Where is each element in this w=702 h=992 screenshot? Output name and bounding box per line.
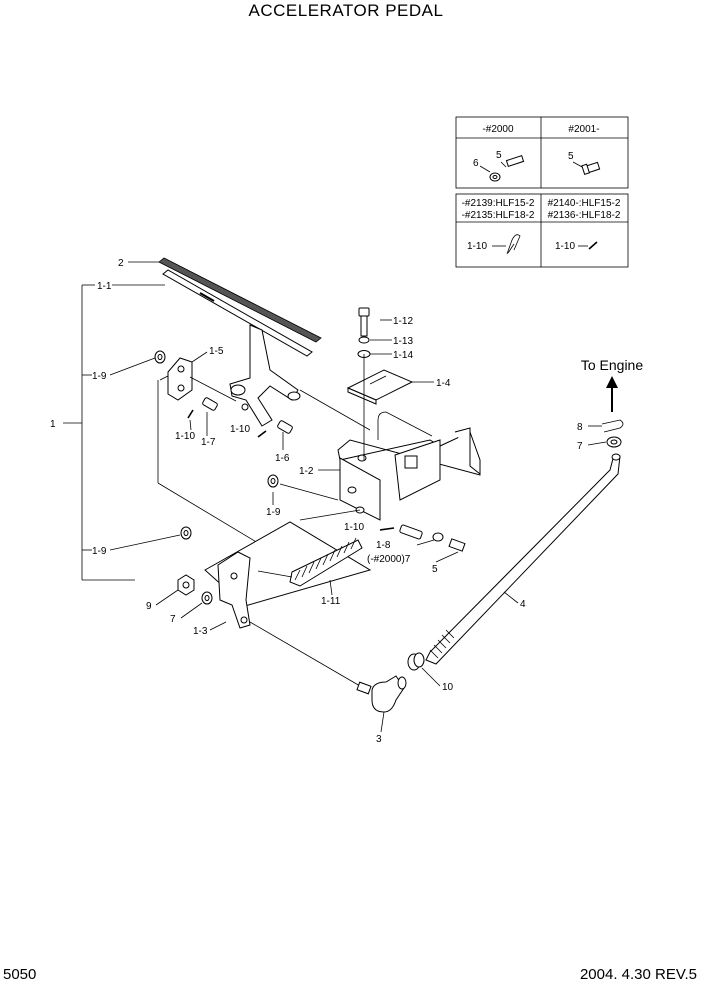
plate-1-4 <box>346 369 414 405</box>
pin-1-8 <box>379 524 466 552</box>
legend-part-5-right: 5 <box>568 151 574 162</box>
lever-1-3 <box>177 551 361 687</box>
page-number: 5050 <box>3 966 36 983</box>
legend-serial-left-2: -#2135:HLF18-2 <box>462 210 535 221</box>
assembly-bracket <box>63 284 135 581</box>
legend-table: -#2000 #2001- 5 6 5 -#2139:HLF15-2 -#213… <box>455 116 629 268</box>
callout-1-6: 1-6 <box>275 453 290 464</box>
callout-1-7: 1-7 <box>201 437 216 448</box>
pin-1-6 <box>257 420 293 438</box>
legend-part-1-10-left: 1-10 <box>467 241 487 252</box>
callout-2: 2 <box>118 258 124 269</box>
to-engine-label: To Engine <box>581 357 643 373</box>
washer-7-top <box>606 436 622 448</box>
bracket-1-2 <box>299 354 481 521</box>
callout-labels: 1 1-1 2 1-9 1-5 1-10 1-7 1-10 1-6 1-12 1… <box>50 258 583 745</box>
callout-1-11: 1-11 <box>321 596 341 607</box>
leader-lines <box>109 261 607 733</box>
legend-part-1-10-right: 1-10 <box>555 241 575 252</box>
bolt-with-flange-icon <box>572 161 601 176</box>
pedal-pad <box>158 257 322 357</box>
callout-1-5: 1-5 <box>209 346 224 357</box>
to-engine-arrow <box>606 376 618 412</box>
callout-1-4: 1-4 <box>436 378 451 389</box>
callout-1-12: 1-12 <box>393 316 413 327</box>
clip-8 <box>601 419 624 433</box>
callout-1-2: 1-2 <box>299 466 314 477</box>
revision-date: 2004. 4.30 REV.5 <box>580 966 697 983</box>
page-title: ACCELERATOR PEDAL <box>249 1 444 20</box>
pedal-arm <box>229 324 301 427</box>
spring-1-11 <box>257 537 363 587</box>
callout-7-pre-2000: (-#2000)7 <box>367 554 411 565</box>
bolt-1-12 <box>357 307 371 358</box>
legend-header-left: -#2000 <box>482 124 514 135</box>
callout-1-10-a: 1-10 <box>175 431 195 442</box>
callout-1-9-top: 1-9 <box>92 371 107 382</box>
callout-1-13: 1-13 <box>393 336 413 347</box>
legend-serial-right-2: #2136-:HLF18-2 <box>548 210 621 221</box>
washer-1-9-mid <box>267 474 339 501</box>
ball-joint-3 <box>356 652 425 713</box>
pin-1-7 <box>187 397 218 419</box>
callout-8: 8 <box>577 422 583 433</box>
callout-7-top: 7 <box>577 441 583 452</box>
legend-part-5-left: 5 <box>496 150 502 161</box>
washer-1-9-low <box>180 526 192 540</box>
callout-4: 4 <box>520 599 526 610</box>
callout-1-3: 1-3 <box>193 626 208 637</box>
legend-serial-left-1: -#2139:HLF15-2 <box>462 198 535 209</box>
bolt-icon <box>479 155 525 182</box>
legend-serial-right-1: #2140-:HLF15-2 <box>548 198 621 209</box>
callout-7-low: 7 <box>170 614 176 625</box>
legend-part-6-left: 6 <box>473 158 479 169</box>
callout-5: 5 <box>432 564 438 575</box>
callout-1-10-c: 1-10 <box>344 522 364 533</box>
callout-1-9-mid: 1-9 <box>266 507 281 518</box>
callout-1: 1 <box>50 419 56 430</box>
callout-1-1: 1-1 <box>97 281 112 292</box>
rod-4 <box>425 453 621 665</box>
callout-1-9-low: 1-9 <box>92 546 107 557</box>
callout-1-8: 1-8 <box>376 540 391 551</box>
callout-3: 3 <box>376 734 382 745</box>
roll-pin-icon <box>578 241 598 250</box>
callout-9: 9 <box>146 601 152 612</box>
callout-1-10-b: 1-10 <box>230 424 250 435</box>
legend-header-right: #2001- <box>568 124 599 135</box>
callout-1-14: 1-14 <box>393 350 413 361</box>
spring-pin-icon <box>492 234 521 255</box>
bracket-1-5 <box>154 350 237 402</box>
base-plate <box>157 369 372 607</box>
callout-10: 10 <box>442 682 454 693</box>
